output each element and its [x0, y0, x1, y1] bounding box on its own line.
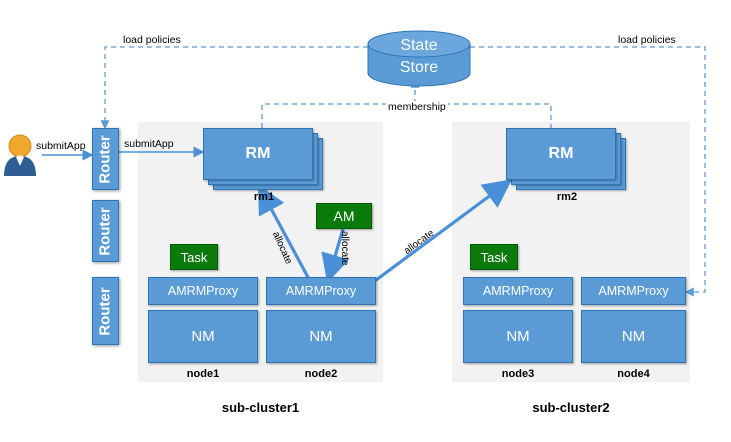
rm-stack-2-label: RM — [506, 128, 616, 180]
label-load-policies-left: load policies — [123, 34, 181, 46]
node1-amrmproxy-box[interactable]: AMRMProxy — [148, 277, 258, 305]
node2-caption: node2 — [304, 368, 338, 380]
node1-nm-box[interactable]: NM — [148, 310, 258, 363]
rm-stack-1-label: RM — [203, 128, 313, 180]
rm-stack-1[interactable]: RM — [203, 128, 325, 190]
am-box[interactable]: AM — [316, 203, 372, 229]
label-allocate-amrmproxy-rm2: allocate — [402, 227, 437, 257]
node1-caption: node1 — [186, 368, 220, 380]
router-2[interactable]: Router — [92, 200, 119, 262]
label-membership: membership — [386, 101, 448, 113]
node4-nm-box[interactable]: NM — [581, 310, 686, 363]
router-3-label: Router — [97, 286, 114, 336]
label-submitapp-client: submitApp — [36, 140, 86, 152]
label-allocate-am-amrmproxy: allocate — [339, 231, 350, 266]
node4-caption: node4 — [617, 368, 650, 380]
node1-task-box[interactable]: Task — [170, 244, 218, 270]
user-person-icon — [4, 134, 36, 176]
label-submitapp-router: submitApp — [124, 138, 174, 150]
router-1-label: Router — [97, 134, 114, 184]
node3-task-box[interactable]: Task — [470, 244, 518, 270]
rm2-caption: rm2 — [556, 191, 578, 203]
node4-amrmproxy-box[interactable]: AMRMProxy — [581, 277, 686, 305]
label-load-policies-right: load policies — [618, 34, 676, 46]
rm-stack-2[interactable]: RM — [506, 128, 628, 190]
node3-nm-box[interactable]: NM — [463, 310, 573, 363]
router-3[interactable]: Router — [92, 277, 119, 345]
state-store-label-line2: Store — [399, 59, 439, 76]
state-store-label-line1: State — [400, 37, 438, 54]
subcluster1-caption: sub-cluster1 — [221, 400, 300, 415]
node2-amrmproxy-box[interactable]: AMRMProxy — [266, 277, 376, 305]
node3-amrmproxy-box[interactable]: AMRMProxy — [463, 277, 573, 305]
rm1-caption: rm1 — [253, 191, 275, 203]
router-1[interactable]: Router — [92, 128, 119, 190]
router-2-label: Router — [97, 206, 114, 256]
node2-nm-box[interactable]: NM — [266, 310, 376, 363]
subcluster2-caption: sub-cluster2 — [532, 400, 610, 415]
node3-caption: node3 — [501, 368, 535, 380]
